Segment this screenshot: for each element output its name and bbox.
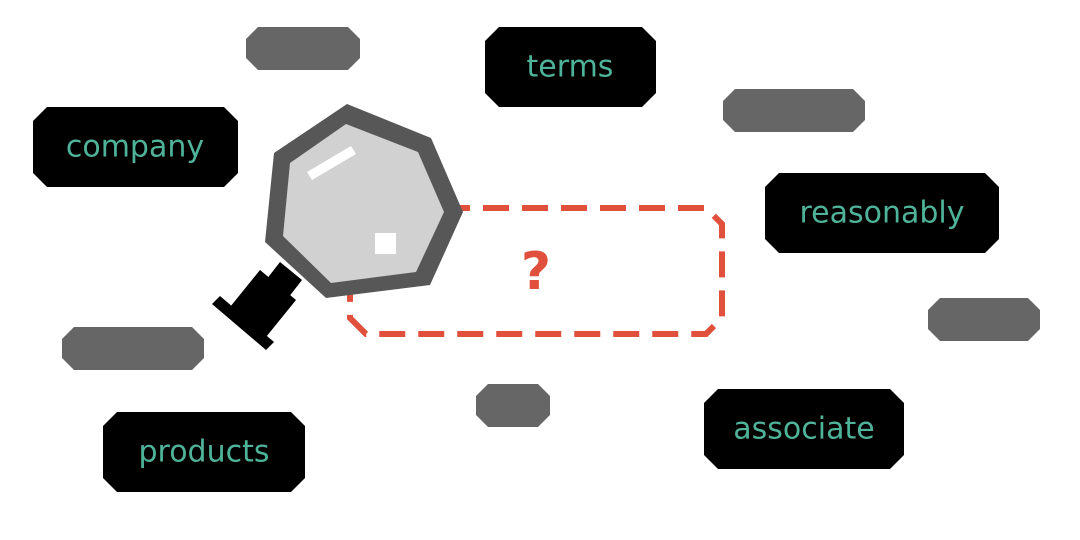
placeholder-box [476, 384, 550, 427]
word-label-associate: associate [733, 412, 874, 447]
word-label-company: company [66, 130, 204, 165]
lens-glint-stroke [307, 146, 356, 180]
word-box-reasonably: reasonably [765, 173, 999, 253]
word-box-products: products [103, 412, 305, 492]
magnifier-handle-neck [266, 262, 302, 298]
word-label-products: products [138, 435, 269, 470]
placeholder-box [246, 27, 360, 70]
word-label-reasonably: reasonably [799, 196, 964, 231]
lens-glint-square [375, 233, 396, 254]
word-box-company: company [33, 107, 238, 187]
word-label-terms: terms [527, 50, 614, 85]
word-box-terms: terms [485, 27, 656, 107]
word-box-associate: associate [704, 389, 904, 469]
magnifier-icon [212, 104, 463, 350]
placeholder-box [723, 89, 865, 132]
placeholder-box [62, 327, 204, 370]
magnifier-handle-bar [212, 296, 274, 350]
placeholder-box [928, 298, 1040, 341]
unknown-word-mark: ? [521, 242, 551, 302]
